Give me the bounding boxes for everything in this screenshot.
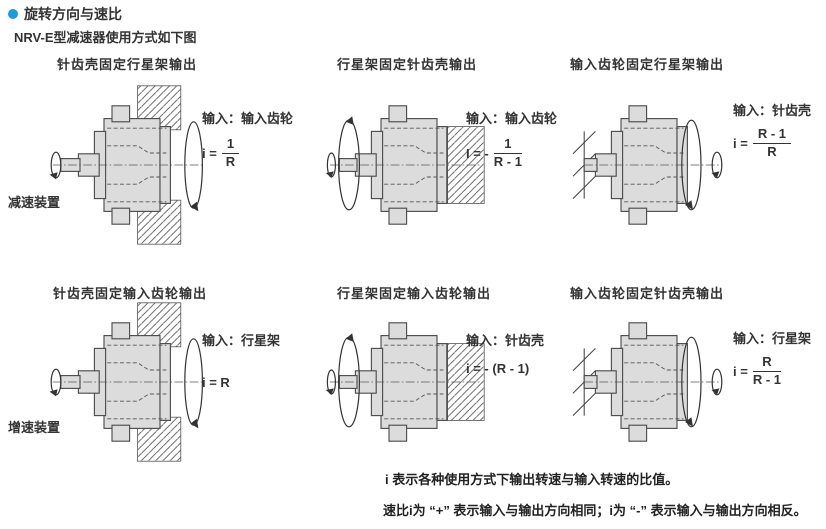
input-label: 输入：输入齿轮 (202, 111, 294, 126)
cell-2-formula-block: 输入：输入齿轮 I = - 1 R - 1 (466, 108, 557, 170)
input-label: 输入：针齿壳 (733, 103, 812, 118)
numerator: 1 (493, 136, 522, 154)
internal-dashed-lines (624, 127, 684, 203)
fraction: R R - 1 (752, 354, 781, 388)
arrowhead (685, 200, 693, 210)
numerator: R - 1 (752, 126, 791, 144)
arrowhead (190, 418, 199, 429)
cell-2-title: 行星架固定针齿壳输出 (337, 57, 478, 72)
speed-ratio-formula: i = R R - 1 (733, 354, 811, 388)
formula-prefix: i = (202, 145, 217, 161)
speed-ratio-formula: i = R - 1 R (733, 126, 811, 160)
internal-dashed-lines (107, 344, 167, 420)
arrowhead (685, 417, 693, 427)
fraction: 1 R - 1 (493, 136, 522, 170)
numerator: 1 (221, 136, 240, 154)
denominator: R - 1 (493, 153, 522, 169)
input-label: 输入：行星架 (202, 333, 281, 348)
denominator: R (767, 143, 777, 159)
cell-5-formula-block: 输入：针齿壳 i = - (R - 1) (466, 330, 544, 376)
fraction: 1 R (221, 136, 240, 170)
arrowhead (345, 333, 354, 342)
formula-text: i = - (R - 1) (466, 361, 530, 376)
formula-prefix: I = - (466, 145, 489, 161)
internal-dashed-lines (107, 127, 167, 203)
arrowhead (325, 388, 334, 395)
reducer-diagram-housing-fixed-1 (49, 85, 204, 245)
arrowhead (325, 171, 334, 178)
formula-prefix: i = (733, 363, 748, 379)
cell-6-title: 输入齿轮固定针齿壳输出 (570, 286, 725, 301)
speed-ratio-formula: I = - 1 R - 1 (466, 136, 557, 170)
internal-dashed-lines (384, 127, 444, 203)
fraction: R - 1 R (752, 126, 791, 160)
footnote-line-2: 速比i为 “+” 表示输入与输出方向相同；i为 “-” 表示输入与输出方向相反。 (383, 503, 807, 518)
arrowhead (190, 201, 199, 212)
row-label-reduction: 减速装置 (8, 195, 61, 210)
denominator: R (225, 153, 236, 169)
internal-dashed-lines (384, 344, 444, 420)
cell-1-formula-block: 输入：输入齿轮 i = 1 R (202, 108, 293, 170)
arrowhead (711, 388, 720, 395)
speed-ratio-formula: i = R (202, 375, 280, 390)
footnote-line-1: i 表示各种使用方式下输出转速与输入转速的比值。 (385, 472, 679, 487)
row-label-speedup: 增速装置 (8, 420, 61, 435)
arrowhead (49, 172, 58, 180)
input-label: 输入：输入齿轮 (466, 111, 558, 126)
numerator: R (752, 354, 781, 372)
cell-4-title: 针齿壳固定输入齿轮输出 (53, 286, 208, 301)
cell-3-title: 输入齿轮固定行星架输出 (570, 57, 725, 72)
internal-dashed-lines (624, 344, 684, 420)
cell-6-formula-block: 输入：行星架 i = R R - 1 (733, 328, 811, 388)
reducer-diagram-housing-fixed-2 (49, 302, 204, 462)
reducer-diagram-carrier-fixed-2 (325, 322, 485, 442)
reducer-diagram-input-fixed-2 (572, 322, 723, 442)
page-subtitle: NRV-E型减速器使用方式如下图 (14, 30, 197, 45)
arrowhead (711, 171, 720, 178)
formula-text: i = R (202, 375, 230, 390)
cell-3-formula-block: 输入：针齿壳 i = R - 1 R (733, 100, 811, 160)
bullet-icon (8, 9, 18, 19)
speed-ratio-formula: i = 1 R (202, 136, 293, 170)
section-header: 旋转方向与速比 (8, 4, 122, 24)
reducer-diagram-input-fixed-1 (572, 105, 723, 225)
cell-5-title: 行星架固定输入齿轮输出 (337, 286, 492, 301)
input-label: 输入：行星架 (733, 331, 812, 346)
cell-4-formula-block: 输入：行星架 i = R (202, 330, 280, 390)
cell-1-title: 针齿壳固定行星架输出 (57, 57, 198, 72)
page-title: 旋转方向与速比 (24, 6, 122, 22)
speed-ratio-formula: i = - (R - 1) (466, 361, 544, 376)
reducer-diagram-carrier-fixed-1 (325, 105, 485, 225)
input-label: 输入：针齿壳 (466, 333, 545, 348)
denominator: R - 1 (752, 371, 781, 387)
arrowhead (345, 116, 354, 125)
formula-prefix: i = (733, 135, 748, 151)
